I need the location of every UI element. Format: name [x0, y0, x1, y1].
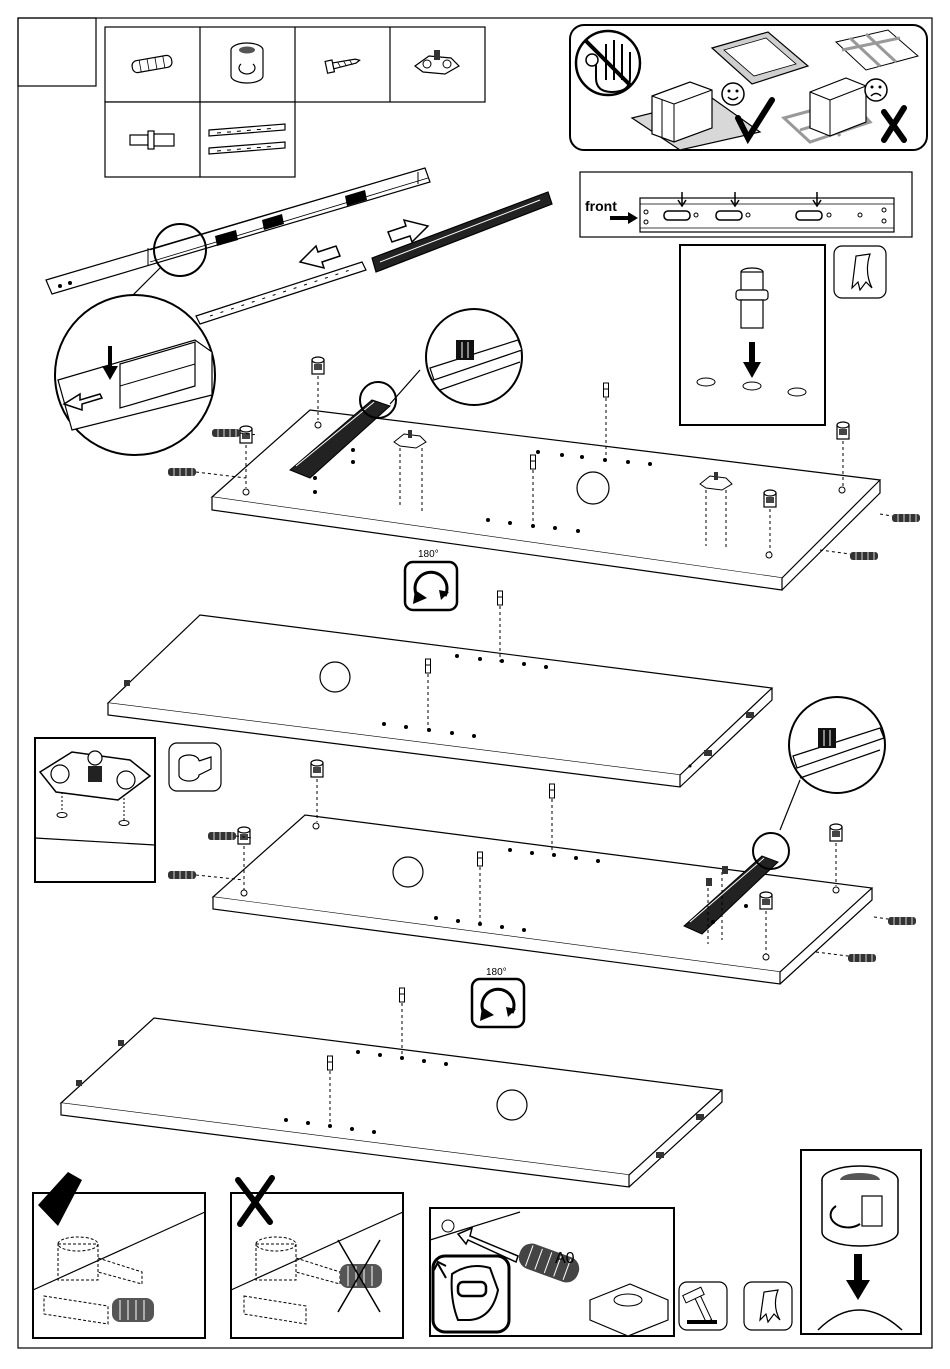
shelf-pin-detail — [680, 245, 825, 425]
cam-lock-icon — [231, 43, 263, 83]
panel-3-top — [168, 760, 916, 984]
rotate-180-icon — [405, 562, 457, 610]
front-label: front — [585, 198, 617, 214]
hammer-icon — [679, 1282, 727, 1330]
cam-lock-detail — [801, 1150, 921, 1334]
peel-tape-icon-2 — [744, 1282, 792, 1330]
peel-tape-icon — [834, 246, 886, 298]
runner-release-zoom — [55, 295, 215, 455]
slide-left-arrow-icon — [300, 246, 340, 268]
dowel-wrong-example — [231, 1178, 403, 1338]
front-rail-detail: front — [580, 172, 912, 237]
frown-icon — [865, 79, 887, 101]
rotate-180-label-1: 180° — [418, 549, 439, 560]
runner-clip-zoom-top — [390, 309, 522, 405]
panel-4-flipped — [61, 988, 722, 1187]
step-number-box — [18, 18, 96, 86]
dowel-correct-example — [33, 1172, 205, 1338]
runner-clip-zoom-middle — [780, 697, 885, 830]
smiley-icon — [722, 83, 744, 105]
tape-icon — [169, 743, 221, 791]
rotate-180-icon-2 — [472, 979, 524, 1027]
safety-goggles-icon — [433, 1256, 509, 1332]
parts-list — [105, 27, 485, 177]
no-hand-icon — [576, 31, 640, 95]
dowel-code-label: A0 — [555, 1250, 575, 1267]
rotate-180-label-2: 180° — [486, 967, 507, 978]
dowel-insert-detail: A0 — [430, 1208, 674, 1336]
floor-protection-warning — [570, 25, 927, 150]
hinge-plate-detail — [35, 738, 155, 882]
